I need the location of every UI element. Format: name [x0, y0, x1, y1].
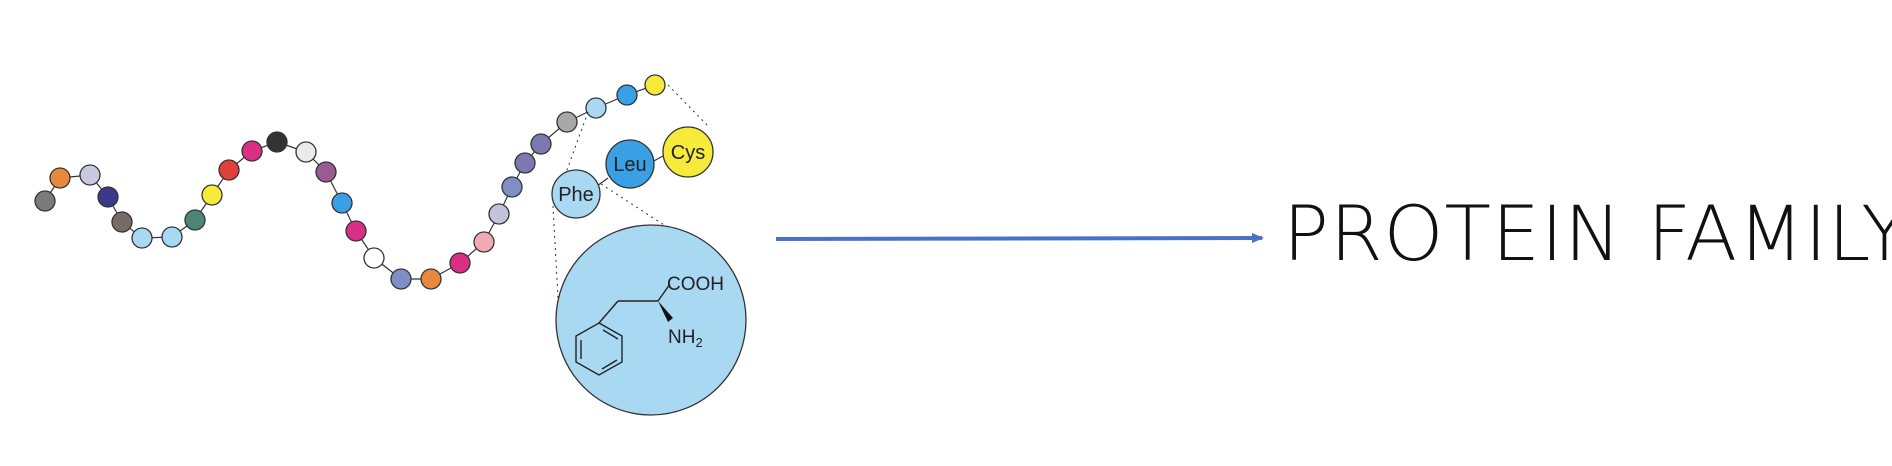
amino-acid-bead — [616, 84, 638, 106]
amino-acid-bead — [501, 176, 523, 198]
residue-leu: Leu — [605, 139, 655, 189]
amino-acid-bead — [585, 97, 607, 119]
amino-acid-bead — [79, 164, 101, 186]
amino-acid-bead — [449, 252, 471, 274]
amino-acid-bead — [161, 226, 183, 248]
amino-acid-bead — [530, 133, 552, 155]
backbone-bonds — [598, 283, 671, 324]
amino-acid-bead — [488, 203, 510, 225]
amino-acid-bead — [644, 74, 666, 96]
amino-acid-bead — [390, 268, 412, 290]
amino-acid-bead — [201, 184, 223, 206]
residue-cys: Cys — [662, 126, 714, 178]
amino-acid-bead — [473, 231, 495, 253]
cys-label: Cys — [671, 142, 705, 164]
amino-acid-bead — [345, 220, 367, 242]
amino-acid-bead — [97, 186, 119, 208]
amino-acid-bead — [514, 152, 536, 174]
benzene-ring-icon — [575, 322, 623, 376]
cooh-label: COOH — [667, 274, 724, 295]
amino-acid-bead — [331, 192, 353, 214]
zoom-guide-line — [667, 84, 711, 129]
leu-circle — [605, 139, 655, 189]
amino-acid-bead — [241, 140, 263, 162]
phenylalanine-structure: COOH NH2 — [555, 224, 747, 416]
zoom-guide-line — [600, 183, 685, 239]
protein-family-title: PROTEIN FAMILY — [1283, 189, 1892, 278]
phe-circle — [551, 169, 601, 219]
amino-acid-chain — [34, 74, 666, 290]
right-arrow-icon — [775, 233, 1264, 244]
amino-acid-bead — [34, 190, 56, 212]
cys-circle — [662, 126, 714, 178]
amino-acid-bead — [111, 211, 133, 233]
residue-phe: Phe — [551, 169, 601, 219]
amino-acid-bead — [49, 167, 71, 189]
amino-acid-bead — [363, 247, 385, 269]
amino-acid-bead — [295, 141, 317, 163]
amino-acid-bead — [218, 159, 240, 181]
amino-acid-bead — [266, 131, 288, 153]
amino-acid-bead — [420, 268, 442, 290]
amino-acid-bead — [131, 227, 153, 249]
amino-acid-bead — [184, 209, 206, 231]
amino-acid-bead — [556, 111, 578, 133]
magnified-circle — [555, 224, 747, 416]
wedge-bond — [658, 301, 673, 322]
zoom-guide-line — [552, 205, 559, 299]
amino-acid-bead — [315, 161, 337, 183]
phe-label: Phe — [558, 184, 594, 206]
nh2-label: NH2 — [668, 327, 703, 350]
leu-label: Leu — [613, 154, 646, 176]
nh-text: NH — [668, 327, 695, 348]
residue-link — [596, 177, 609, 187]
nh-subscript: 2 — [695, 335, 702, 350]
